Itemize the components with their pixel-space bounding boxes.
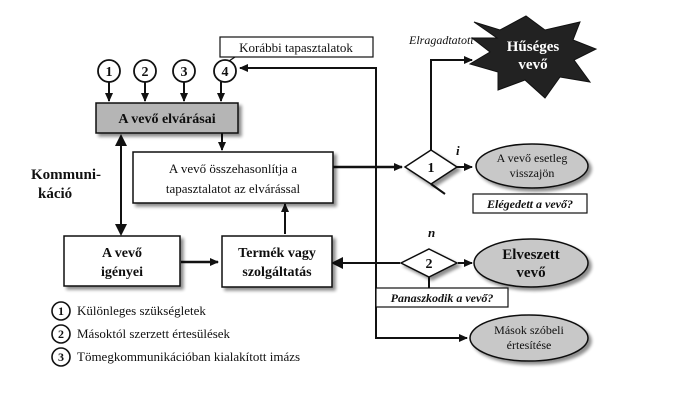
legend-text-2: Másoktól szerzett értesülések [77, 326, 231, 341]
d1-to-satisfied [430, 183, 446, 195]
complaint-question-label: Panaszkodik a vevő? [391, 291, 494, 305]
circle-3: 3 [172, 59, 196, 83]
expectations-label: A vevő elvárásai [118, 112, 215, 127]
satisfied-question-box: Elégedett a vevő? [472, 193, 588, 214]
circle-1: 1 [97, 59, 121, 83]
lost-customer-oval: Elveszett vevő [473, 238, 589, 288]
word-of-mouth-line-1: Mások szóbeli [494, 323, 564, 337]
word-of-mouth-line-2: értesítése [507, 338, 552, 352]
needs-line-2: igényei [101, 265, 143, 280]
circle-3-label: 3 [181, 65, 188, 80]
legend: 1 Különleges szükségletek 2 Másoktól sze… [51, 301, 300, 367]
communication-label-2: káció [38, 186, 72, 202]
circle-2: 2 [133, 59, 157, 83]
product-line-2: szolgáltatás [242, 265, 312, 280]
top-circles: 1 2 3 4 [97, 59, 237, 83]
expectations-box: A vevő elvárásai [95, 102, 239, 134]
legend-item-2: 2 Másoktól szerzett értesülések [51, 324, 231, 344]
comm-arrow-down [115, 224, 127, 236]
may-return-oval: A vevő esetleg visszajön [475, 143, 589, 189]
product-line-1: Termék vagy [238, 246, 316, 261]
decision-2-label: 2 [426, 257, 433, 272]
circle-4: 4 [213, 59, 237, 83]
previous-experience-label: Korábbi tapasztalatok [239, 40, 353, 55]
loyal-line-1: Hűséges [507, 39, 560, 55]
previous-experience-box: Korábbi tapasztalatok [219, 36, 374, 58]
legend-item-1: 1 Különleges szükségletek [51, 301, 206, 321]
decision-1: 1 [403, 149, 459, 185]
complaint-question-box: Panaszkodik a vevő? [375, 287, 509, 308]
loop-to-experience [239, 64, 377, 167]
legend-num-1: 1 [58, 304, 64, 318]
decision-1-label: 1 [428, 161, 435, 176]
no-label: n [428, 225, 435, 240]
comparison-line-2: tapasztalatot az elvárással [166, 181, 301, 196]
legend-text-3: Tömegkommunikációban kialakított imázs [77, 349, 300, 364]
legend-num-2: 2 [58, 327, 64, 341]
loyal-line-2: vevő [518, 57, 548, 73]
arrow-to-product [331, 257, 343, 269]
delighted-label: Elragadtatott [408, 33, 474, 47]
arrow-to-others [375, 167, 468, 342]
legend-item-3: 3 Tömegkommunikációban kialakított imázs [51, 347, 300, 367]
satisfied-question-label: Elégedett a vevő? [486, 197, 573, 211]
circle-2-label: 2 [142, 65, 149, 80]
loyal-customer-star: Hűséges vevő [468, 15, 598, 99]
comparison-box: A vevő összehasonlítja a tapasztalatot a… [132, 151, 334, 204]
lost-line-2: vevő [516, 265, 546, 281]
legend-text-1: Különleges szükségletek [77, 303, 206, 318]
may-return-line-2: visszajön [510, 166, 555, 180]
needs-line-1: A vevő [102, 246, 142, 261]
yes-label: i [456, 143, 460, 158]
decision-2: 2 [399, 248, 459, 278]
arrow-d1-to-loyal [430, 56, 473, 150]
connectors [105, 56, 473, 342]
product-box: Termék vagy szolgáltatás [221, 235, 333, 288]
may-return-line-1: A vevő esetleg [497, 151, 568, 165]
circle-1-label: 1 [106, 65, 113, 80]
circle-4-label: 4 [222, 65, 229, 80]
communication-label-1: Kommuni- [31, 167, 101, 183]
needs-box: A vevő igényei [63, 235, 181, 287]
word-of-mouth-oval: Mások szóbeli értesítése [469, 314, 589, 362]
legend-num-3: 3 [58, 350, 64, 364]
comm-arrow-up [115, 134, 127, 146]
comparison-line-1: A vevő összehasonlítja a [169, 161, 297, 176]
lost-line-1: Elveszett [502, 247, 559, 263]
